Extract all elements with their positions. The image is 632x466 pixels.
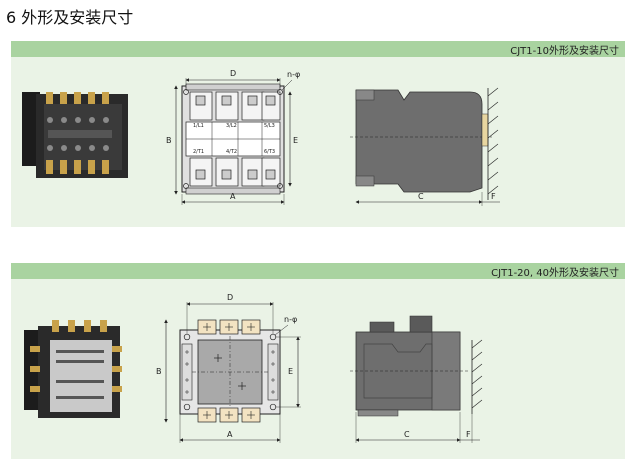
dim-label-e: E: [288, 367, 293, 376]
side-view-cjt1-20-40: C F: [350, 315, 483, 443]
terminal-label: 2/T1: [193, 149, 204, 155]
dim-label-b: B: [166, 136, 172, 145]
terminal-label: 6/T3: [264, 149, 275, 155]
dim-label-c: C: [418, 192, 424, 201]
dim-label-d: D: [227, 293, 233, 302]
section-label: CJT1-20, 40外形及安装尺寸: [491, 268, 619, 279]
dim-label-n-phi: n-φ: [284, 315, 297, 324]
front-view-cjt1-10: 1/L1 3/L2 5/L3 2/T1 4/T2 6/T3 D n-φ A B …: [166, 69, 300, 205]
dim-label-d: D: [230, 69, 236, 78]
terminal-label: 1/L1: [193, 123, 204, 129]
side-view-cjt1-10: C F: [350, 87, 500, 206]
dim-label-e: E: [293, 136, 298, 145]
terminal-label: 5/L3: [264, 123, 275, 129]
section-header-cjt1-10: CJT1-10外形及安装尺寸: [11, 41, 625, 57]
dim-label-a: A: [227, 430, 233, 439]
section-header-cjt1-20-40: CJT1-20, 40外形及安装尺寸: [11, 263, 625, 279]
product-photo-cjt1-20-40: [24, 320, 122, 418]
dim-label-f: F: [491, 192, 496, 201]
product-photo-cjt1-10: [22, 92, 128, 178]
section-label: CJT1-10外形及安装尺寸: [510, 46, 619, 57]
page-title: 6 外形及安装尺寸: [6, 8, 134, 27]
dim-label-a: A: [230, 192, 236, 201]
front-view-cjt1-20-40: D n-φ A B E: [156, 293, 301, 443]
dim-label-f: F: [466, 430, 471, 439]
terminal-label: 3/L2: [226, 123, 237, 129]
terminal-label: 4/T2: [226, 149, 237, 155]
dim-label-n-phi: n-φ: [287, 70, 300, 79]
dim-label-c: C: [404, 430, 410, 439]
dim-label-b: B: [156, 367, 162, 376]
